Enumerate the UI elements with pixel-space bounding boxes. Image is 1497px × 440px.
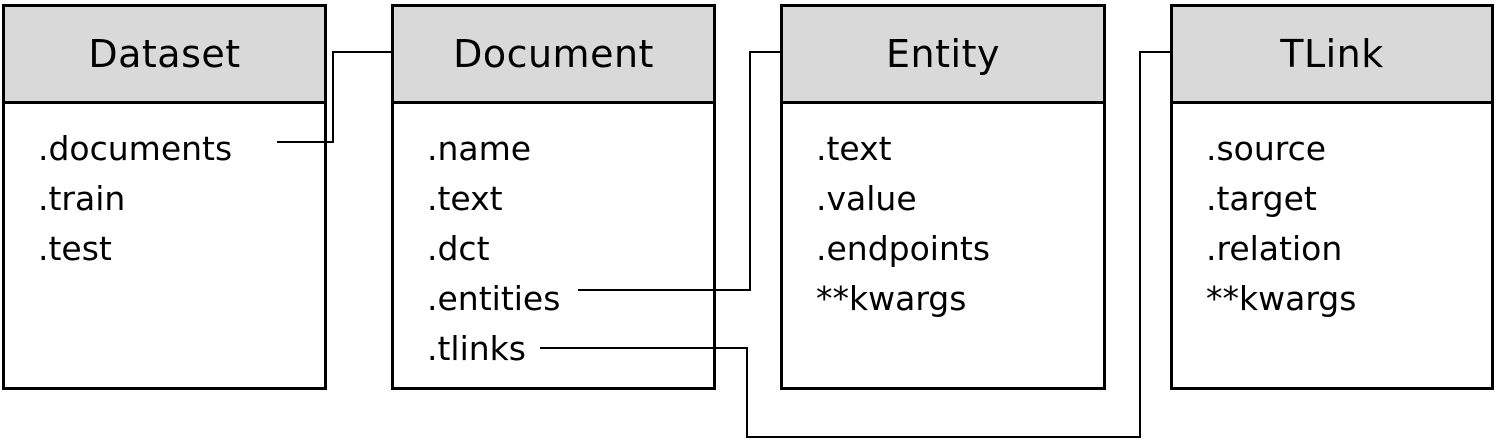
attribute-kwargs: **kwargs [816, 279, 967, 318]
attribute-text: .text [816, 129, 892, 168]
attribute-relation: .relation [1206, 229, 1343, 268]
class-title-tlink: TLink [1173, 7, 1491, 104]
class-box-document: Document .name .text .dct .entities .tli… [391, 4, 716, 390]
attribute-test: .test [38, 229, 112, 268]
class-box-tlink: TLink .source .target .relation **kwargs [1170, 4, 1494, 390]
attribute-value: .value [816, 179, 917, 218]
class-title-entity: Entity [783, 7, 1103, 104]
attribute-list-entity: .text .value .endpoints **kwargs [783, 104, 1103, 324]
attribute-documents: .documents [38, 129, 233, 168]
attribute-name: .name [427, 129, 532, 168]
attribute-tlinks: .tlinks [427, 329, 526, 368]
attribute-train: .train [38, 179, 126, 218]
attribute-dct: .dct [427, 229, 490, 268]
attribute-list-document: .name .text .dct .entities .tlinks [394, 104, 713, 374]
attribute-entities: .entities [427, 279, 561, 318]
class-box-dataset: Dataset .documents .train .test [2, 4, 327, 390]
attribute-text: .text [427, 179, 503, 218]
attribute-target: .target [1206, 179, 1317, 218]
class-title-dataset: Dataset [5, 7, 324, 104]
class-title-document: Document [394, 7, 713, 104]
class-box-entity: Entity .text .value .endpoints **kwargs [780, 4, 1106, 390]
attribute-source: .source [1206, 129, 1327, 168]
attribute-endpoints: .endpoints [816, 229, 991, 268]
attribute-list-dataset: .documents .train .test [5, 104, 324, 274]
attribute-list-tlink: .source .target .relation **kwargs [1173, 104, 1491, 324]
attribute-kwargs: **kwargs [1206, 279, 1357, 318]
